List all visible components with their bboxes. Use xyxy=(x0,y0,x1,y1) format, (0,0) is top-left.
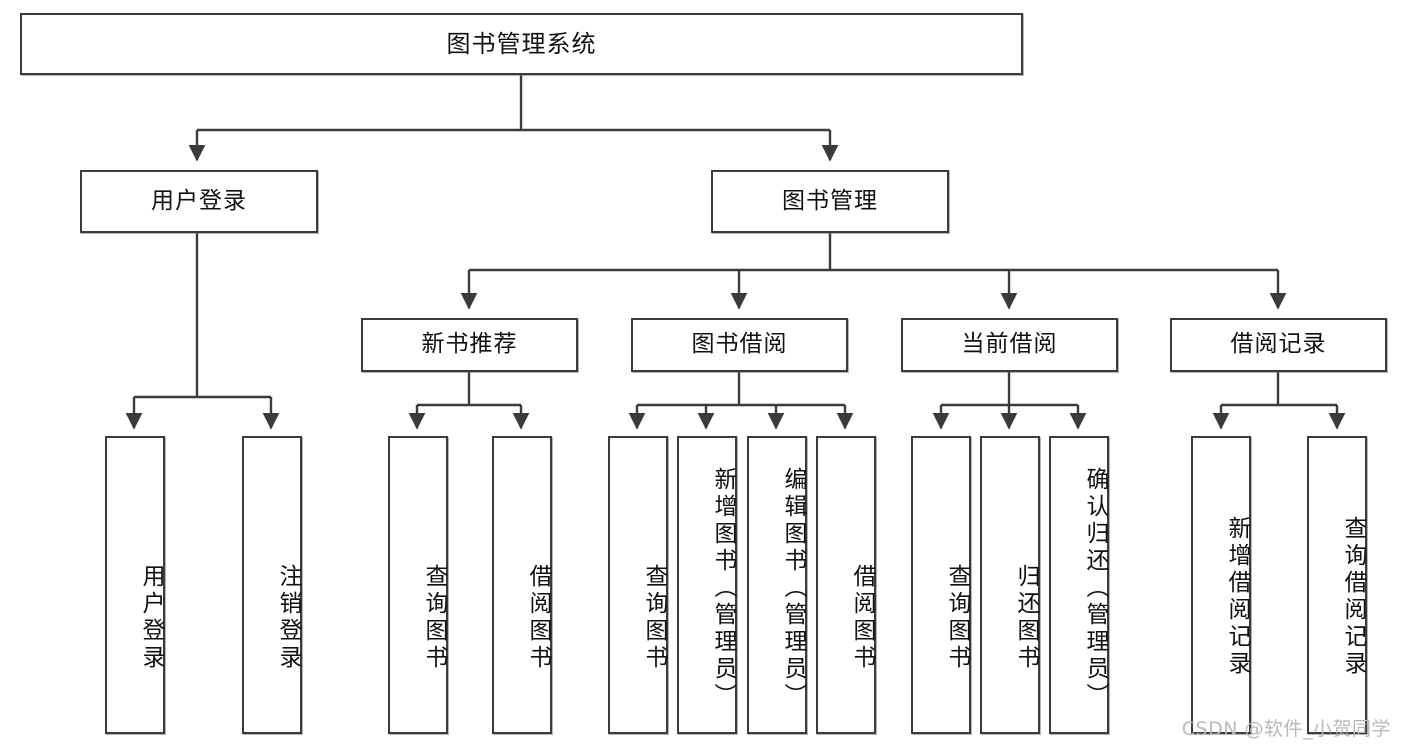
node-label: 查询图书 xyxy=(944,564,970,672)
node-label: 用户登录 xyxy=(151,187,247,214)
node-leaf-book-borrow-2[interactable]: 编辑图书（管理员） xyxy=(747,436,807,734)
node-leaf-new-book-1[interactable]: 借阅图书 xyxy=(492,436,552,734)
node-label: 注销登录 xyxy=(275,564,301,672)
node-user-login[interactable]: 用户登录 xyxy=(80,170,318,233)
csdn-watermark: CSDN @软件_小贺同学 xyxy=(1181,718,1391,740)
node-leaf-current-borrow-0[interactable]: 查询图书 xyxy=(911,436,971,734)
node-label: 借阅图书 xyxy=(849,564,875,672)
node-leaf-borrow-record-1[interactable]: 查询借阅记录 xyxy=(1307,436,1367,734)
node-leaf-current-borrow-2[interactable]: 确认归还（管理员） xyxy=(1049,436,1109,734)
node-label: 新书推荐 xyxy=(421,331,518,358)
node-leaf-borrow-record-0[interactable]: 新增借阅记录 xyxy=(1191,436,1251,734)
node-label: 新增借阅记录 xyxy=(1224,516,1250,678)
node-label: 确认归还（管理员） xyxy=(1082,466,1108,710)
node-label: 借阅图书 xyxy=(525,564,551,672)
node-leaf-user-login-0[interactable]: 用户登录 xyxy=(105,436,165,734)
node-label: 借阅记录 xyxy=(1230,331,1327,358)
node-new-book-recommend[interactable]: 新书推荐 xyxy=(361,318,578,372)
node-label: 编辑图书（管理员） xyxy=(780,466,806,710)
node-leaf-user-login-1[interactable]: 注销登录 xyxy=(242,436,302,734)
node-label: 图书借阅 xyxy=(691,331,788,358)
node-leaf-book-borrow-0[interactable]: 查询图书 xyxy=(608,436,668,734)
node-root-system[interactable]: 图书管理系统 xyxy=(20,13,1023,75)
node-label: 当前借阅 xyxy=(961,331,1058,358)
node-label: 图书管理系统 xyxy=(446,29,597,58)
node-leaf-book-borrow-3[interactable]: 借阅图书 xyxy=(816,436,876,734)
node-current-borrow[interactable]: 当前借阅 xyxy=(901,318,1118,372)
node-leaf-new-book-0[interactable]: 查询图书 xyxy=(388,436,448,734)
node-leaf-current-borrow-1[interactable]: 归还图书 xyxy=(980,436,1040,734)
node-book-borrow[interactable]: 图书借阅 xyxy=(631,318,848,372)
node-label: 用户登录 xyxy=(138,564,164,672)
node-label: 查询图书 xyxy=(641,564,667,672)
node-borrow-record[interactable]: 借阅记录 xyxy=(1170,318,1387,372)
node-label: 查询借阅记录 xyxy=(1340,516,1366,678)
node-label: 查询图书 xyxy=(421,564,447,672)
node-leaf-book-borrow-1[interactable]: 新增图书（管理员） xyxy=(677,436,737,734)
node-label: 图书管理 xyxy=(782,187,878,214)
node-label: 新增图书（管理员） xyxy=(710,466,736,710)
node-label: 归还图书 xyxy=(1013,564,1039,672)
node-book-manage[interactable]: 图书管理 xyxy=(711,170,949,233)
